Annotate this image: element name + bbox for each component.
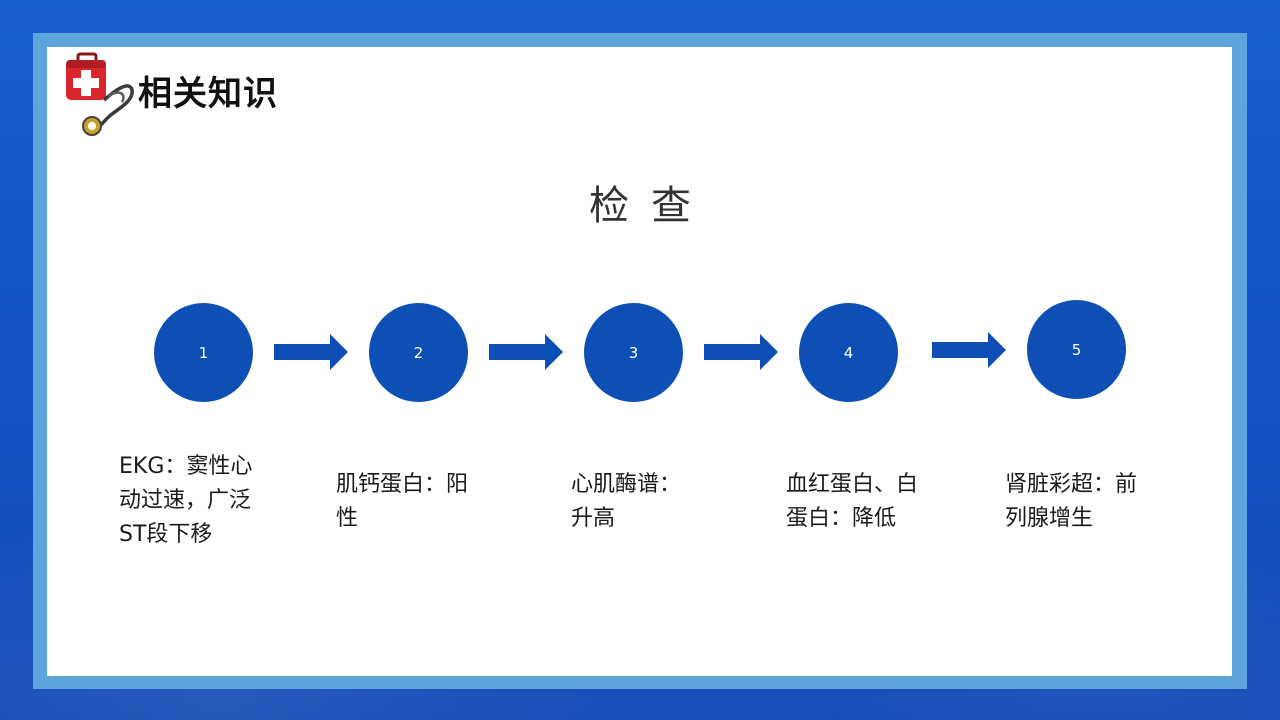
step-1-circle: 1 xyxy=(154,303,253,402)
step-1-text: EKG：窦性心动过速，广泛ST段下移 xyxy=(119,454,253,547)
step-4-text: 血红蛋白、白蛋白：降低 xyxy=(786,472,919,531)
arrow-right-icon xyxy=(932,332,1006,368)
header-title: 相关知识 xyxy=(138,74,278,114)
arrow-right-icon xyxy=(274,334,348,370)
step-2-text: 肌钙蛋白：阳性 xyxy=(336,472,469,531)
first-aid-kit-stethoscope-icon xyxy=(64,52,136,138)
arrow-right-icon xyxy=(704,334,778,370)
step-2-circle: 2 xyxy=(369,303,468,402)
step-5-text: 肾脏彩超：前列腺增生 xyxy=(1005,472,1138,531)
step-3-text: 心肌酶谱：升高 xyxy=(571,472,682,531)
step-4-circle: 4 xyxy=(799,303,898,402)
section-title: 检查 xyxy=(589,183,713,229)
step-5-circle: 5 xyxy=(1027,300,1126,399)
step-3-circle: 3 xyxy=(584,303,683,402)
arrow-right-icon xyxy=(489,334,563,370)
